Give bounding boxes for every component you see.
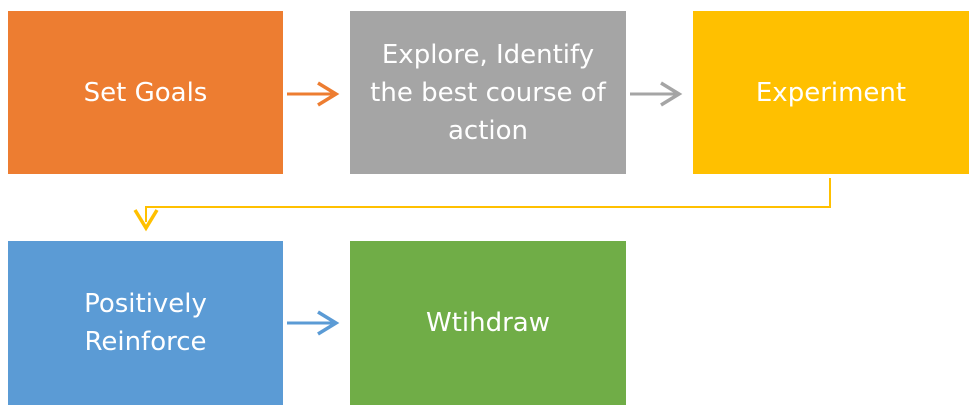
step-withdraw: Wtihdraw	[350, 241, 626, 405]
step-label-withdraw: Wtihdraw	[426, 308, 550, 338]
step-explore-identify: Explore, Identify the best course of act…	[350, 11, 626, 174]
step-label-experiment: Experiment	[755, 77, 907, 108]
step-label-set-goals: Set Goals	[83, 77, 208, 108]
step-label-explore-identify: Explore, Identify the best course of act…	[370, 39, 606, 146]
step-positively-reinforce: Positively Reinforce	[8, 241, 283, 405]
arrow-explore-to-experiment	[630, 81, 683, 107]
arrow-experiment-to-reinforce	[133, 178, 831, 232]
step-experiment: Experiment	[693, 11, 969, 174]
step-label-positively-reinforce: Positively Reinforce	[84, 289, 207, 357]
arrow-reinforce-to-withdraw	[287, 310, 340, 336]
step-set-goals: Set Goals	[8, 11, 283, 174]
arrow-set-goals-to-explore	[287, 81, 340, 107]
